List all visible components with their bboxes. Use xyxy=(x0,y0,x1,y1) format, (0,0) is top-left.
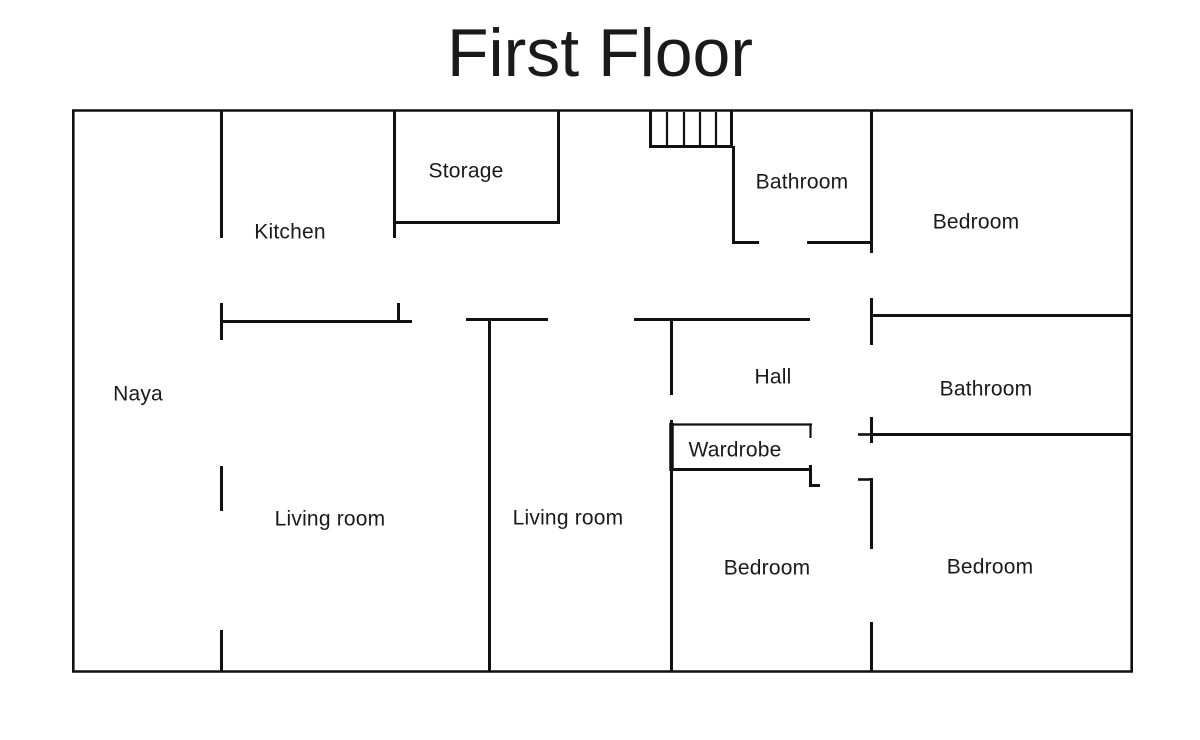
room-label-bathroom-right: Bathroom xyxy=(939,377,1033,401)
outer-wall-group xyxy=(72,109,1133,673)
staircase-treads xyxy=(665,112,718,146)
central-vertical-wall-group xyxy=(488,319,673,672)
room-label-bedroom-bottom-mid: Bedroom xyxy=(723,556,811,580)
storage-room-walls xyxy=(393,110,560,238)
right-bathroom-walls xyxy=(871,314,1133,436)
room-label-hall: Hall xyxy=(754,365,792,389)
room-label-wardrobe: Wardrobe xyxy=(688,438,782,462)
kitchen-bottom-wall-group xyxy=(221,303,412,323)
room-label-living-room-left: Living room xyxy=(274,507,386,531)
wardrobe-walls xyxy=(669,423,820,487)
room-label-living-room-mid: Living room xyxy=(512,506,624,530)
staircase-walls xyxy=(649,110,733,148)
door-jamb-group xyxy=(858,433,872,481)
room-label-bedroom-top-right: Bedroom xyxy=(932,210,1020,234)
room-label-naya: Naya xyxy=(113,382,163,406)
room-label-bedroom-bottom-right: Bedroom xyxy=(946,555,1034,579)
top-bathroom-walls xyxy=(732,146,873,244)
page-title: First Floor xyxy=(447,15,753,91)
room-label-bathroom-top: Bathroom xyxy=(755,170,849,194)
room-label-kitchen: Kitchen xyxy=(254,220,326,244)
room-label-storage: Storage xyxy=(428,159,504,183)
